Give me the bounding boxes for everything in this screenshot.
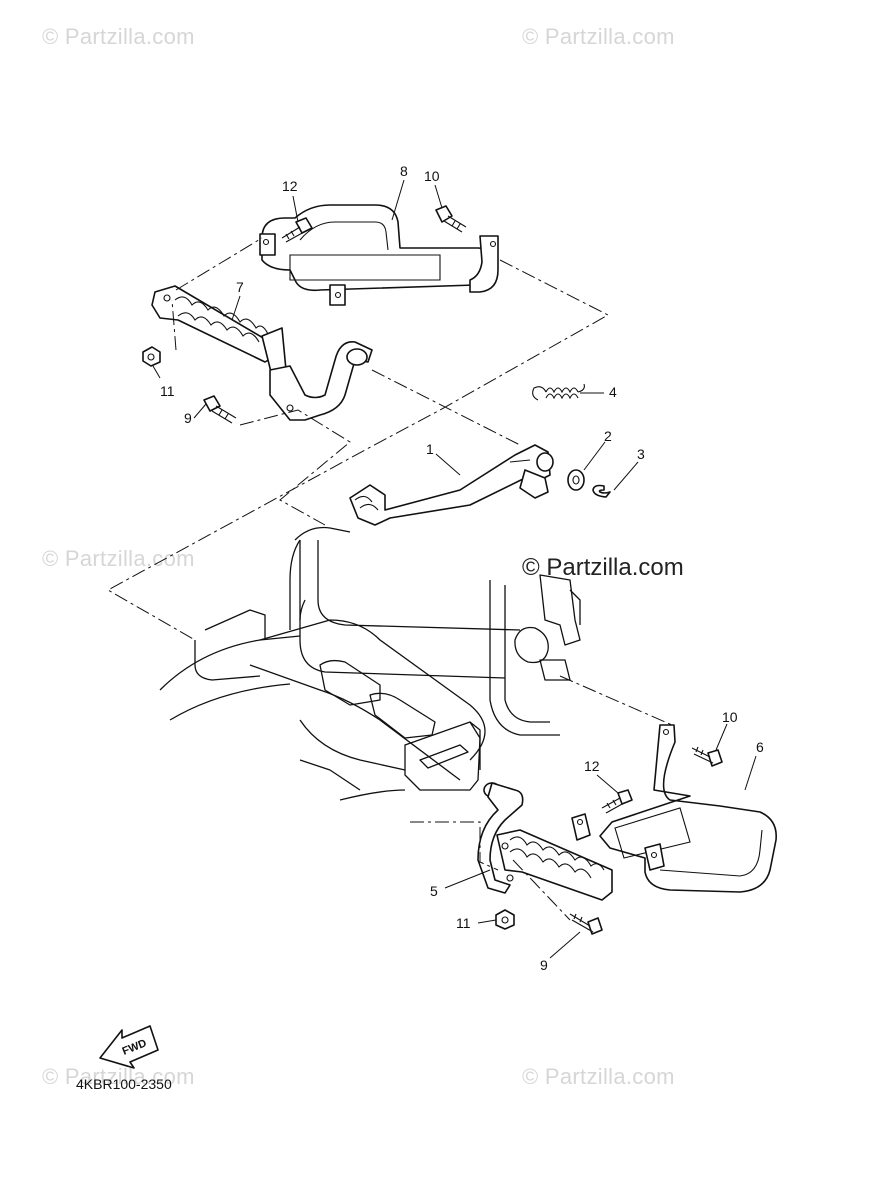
part-5-footrest-right — [477, 782, 613, 901]
part-12-bolt-bottom — [601, 789, 633, 814]
callout-12-bottom: 12 — [584, 758, 600, 774]
part-6-footrest-guard-right — [571, 724, 777, 893]
callout-11-bottom: 11 — [456, 915, 471, 931]
callout-2: 2 — [604, 428, 612, 444]
callout-12-top: 12 — [282, 178, 298, 194]
callout-4: 4 — [609, 384, 617, 400]
part-4-spring — [532, 383, 585, 401]
part-1-brake-pedal — [349, 444, 554, 526]
part-12-bolt-top — [281, 217, 313, 243]
part-11-nut-bottom — [495, 909, 515, 930]
leader-lines — [152, 179, 757, 959]
watermark-mid-left: © Partzilla.com — [42, 546, 195, 571]
part-11-nut-top — [142, 346, 161, 367]
callout-9-top: 9 — [184, 410, 192, 426]
callout-11-top: 11 — [160, 383, 175, 399]
part-8-footrest-guard-left — [259, 204, 499, 306]
callout-6: 6 — [756, 739, 764, 755]
callout-3: 3 — [637, 446, 645, 462]
diagram-code: 4KBR100-2350 — [76, 1076, 172, 1092]
callout-10-top: 10 — [424, 168, 440, 184]
callout-7: 7 — [236, 279, 244, 295]
watermark-main: © Partzilla.com — [522, 554, 684, 581]
callout-1: 1 — [426, 441, 434, 457]
watermark-bottom-right: © Partzilla.com — [522, 1064, 675, 1089]
callout-5: 5 — [430, 883, 438, 899]
part-7-footrest-left — [151, 285, 373, 421]
watermark-bottom-left: © Partzilla.com — [42, 1064, 195, 1089]
watermark-top-left: © Partzilla.com — [42, 24, 195, 49]
part-3-circlip — [592, 484, 611, 498]
watermark-top-right: © Partzilla.com — [522, 24, 675, 49]
assembly-lines — [106, 237, 673, 921]
callout-8: 8 — [400, 163, 408, 179]
vehicle-frame — [159, 526, 581, 801]
part-10-bolt-bottom — [691, 746, 723, 767]
fwd-arrow-icon: FWD — [99, 1025, 159, 1069]
part-9-bolt-top — [203, 395, 237, 424]
callout-10-bottom: 10 — [722, 709, 738, 725]
part-9-bolt-bottom — [569, 913, 603, 935]
part-2-washer — [567, 469, 585, 491]
callout-9-bottom: 9 — [540, 957, 548, 973]
part-10-bolt-top — [435, 205, 467, 233]
